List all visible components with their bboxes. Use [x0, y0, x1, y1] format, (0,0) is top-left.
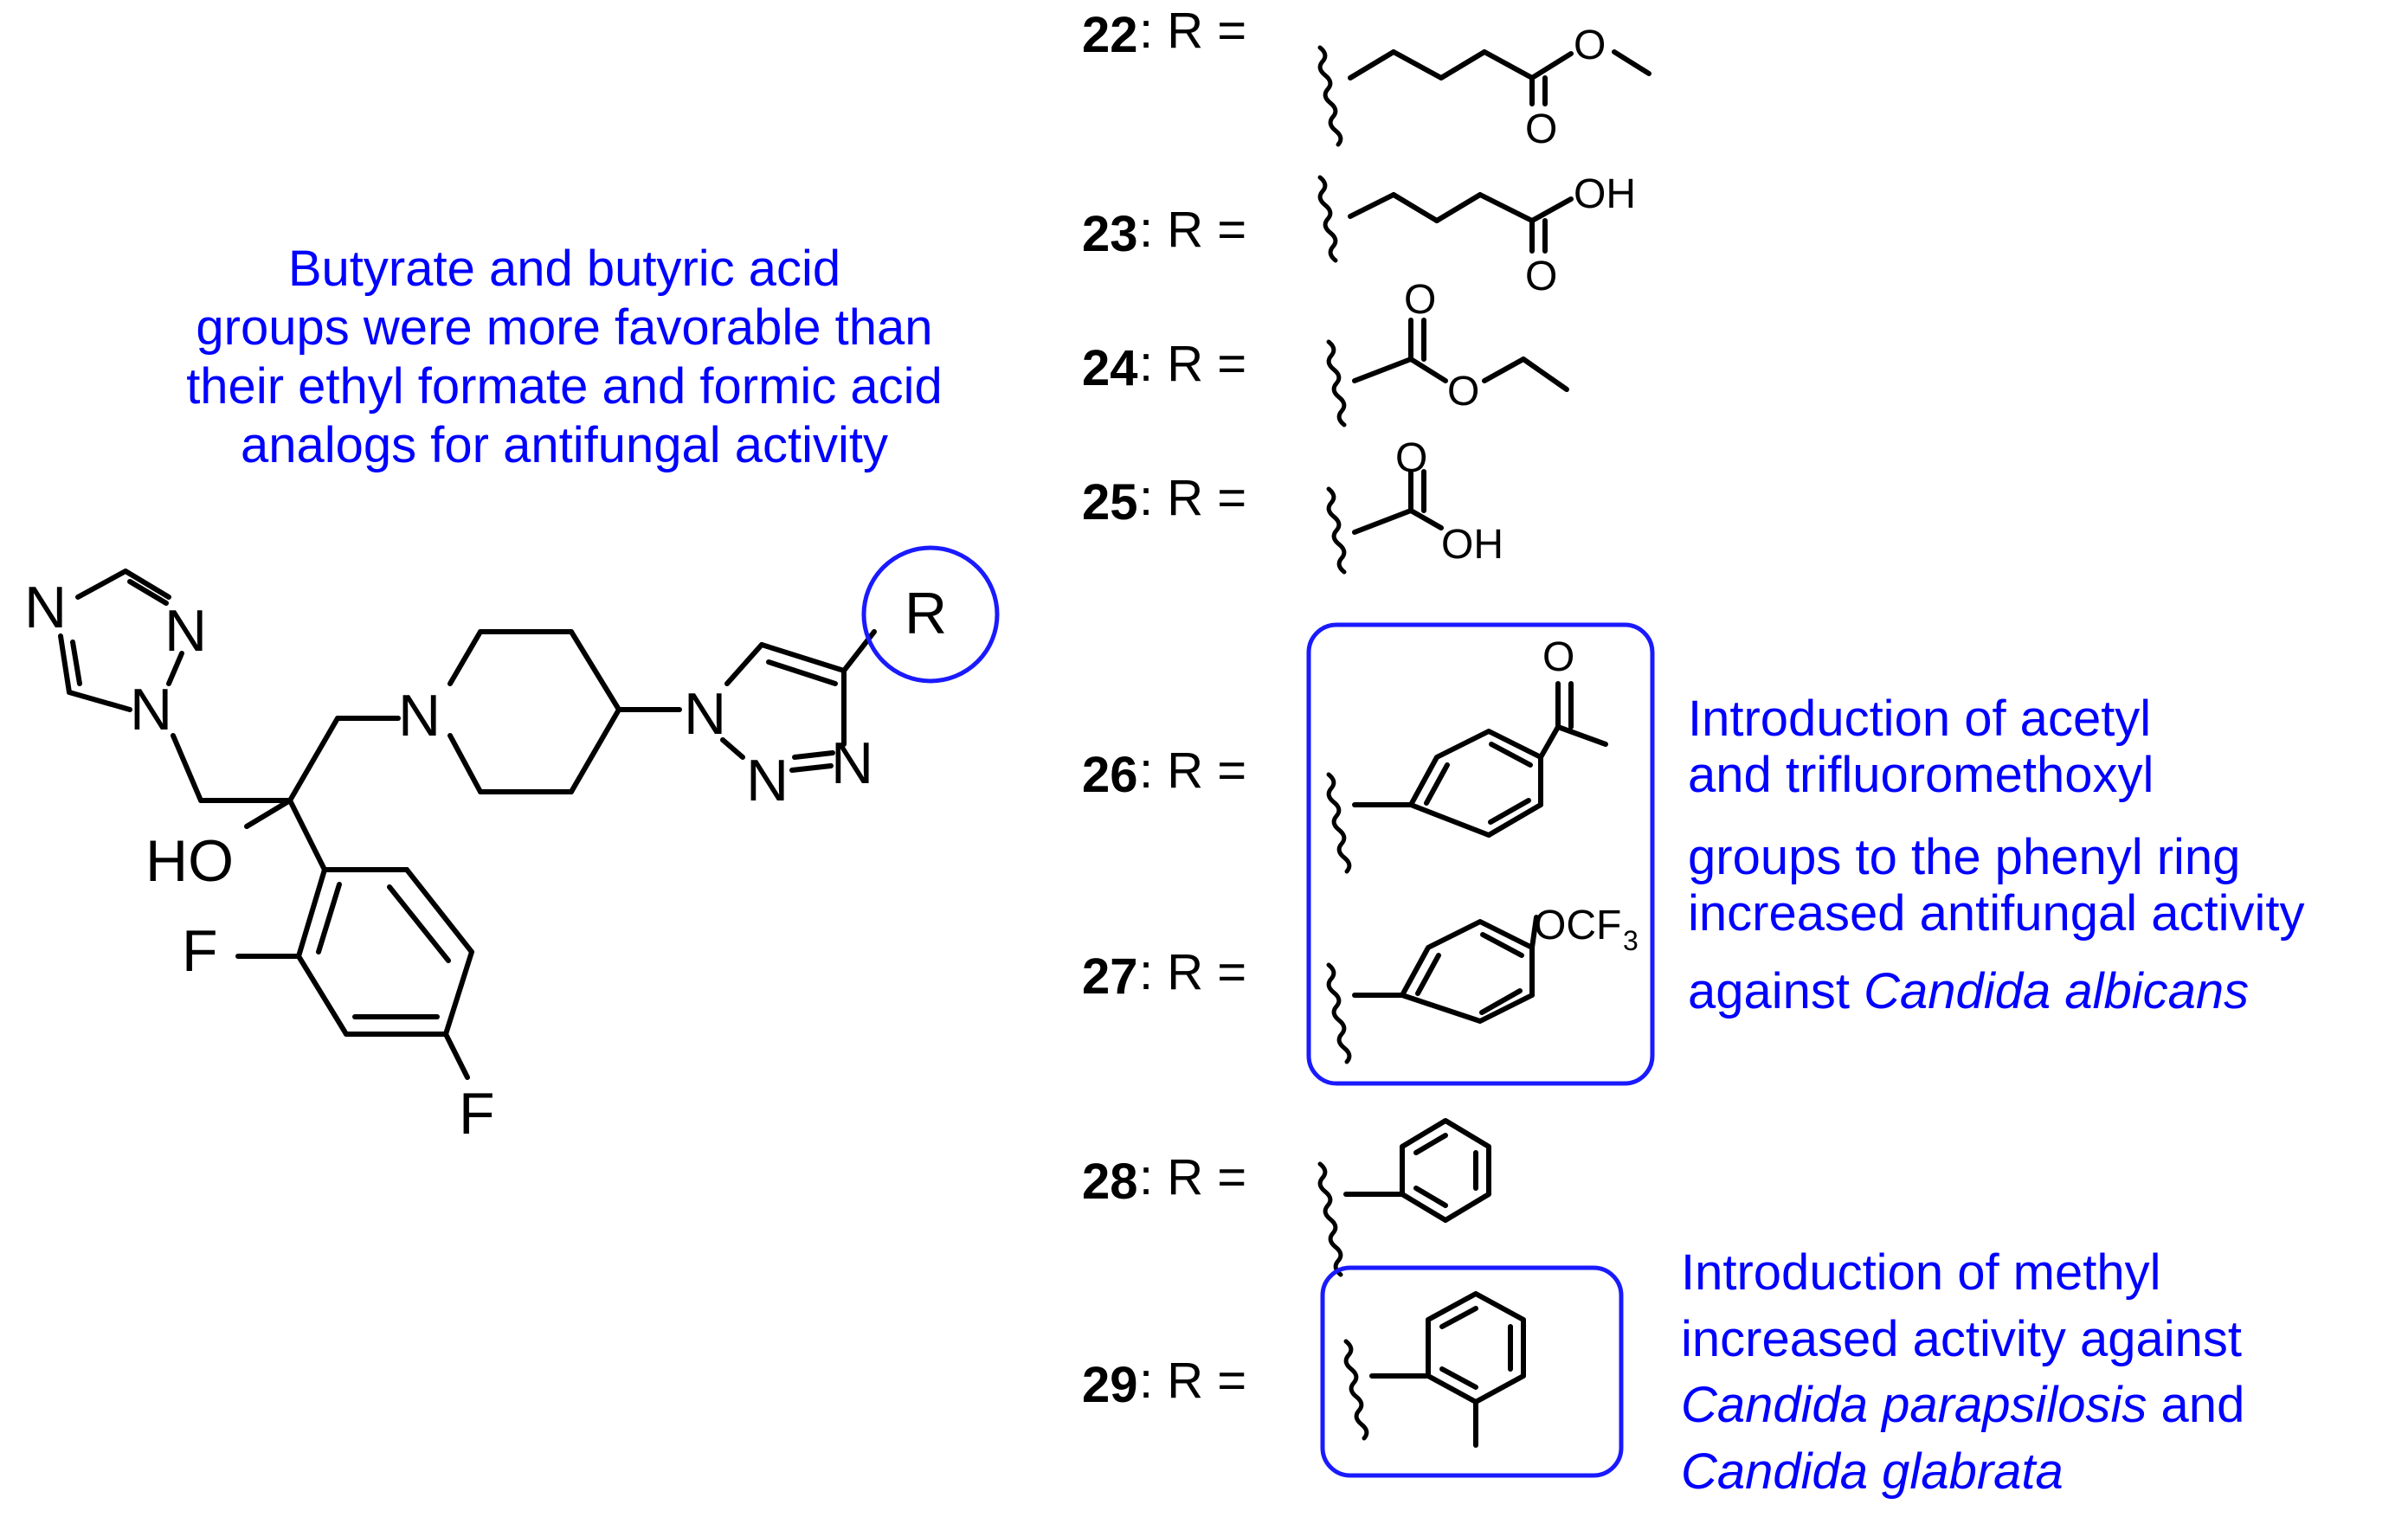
substituent-24: O O — [1326, 277, 1569, 427]
compound-number: 23 — [1082, 206, 1138, 262]
substituent-29 — [1343, 1291, 1526, 1448]
substituent-23: OH O — [1317, 171, 1636, 299]
right2-species-2: Candida glabrata — [1681, 1443, 2064, 1500]
atom-n6: N — [831, 730, 873, 796]
atom-n2: N — [164, 598, 207, 664]
compound-eq: : R = — [1139, 944, 1246, 1000]
atom-ho: HO — [145, 828, 234, 894]
compound-eq: : R = — [1139, 1353, 1246, 1409]
substituent-25: O OH — [1326, 435, 1503, 575]
triazole-123-ring: N N N — [684, 629, 877, 813]
atom-r: R — [905, 581, 947, 646]
difluorophenyl-ring: F F — [182, 867, 495, 1147]
right1-species: Candida albicans — [1864, 963, 2249, 1019]
atom-oh: OH — [1574, 171, 1636, 217]
right1-line-5-text: against — [1688, 963, 1864, 1019]
compound-label-28: 28 : R = — [1082, 1149, 1246, 1210]
compound-eq: : R = — [1139, 742, 1246, 799]
compound-eq: : R = — [1139, 336, 1246, 392]
atom-ocf: OCF — [1534, 903, 1621, 948]
compound-eq: : R = — [1139, 3, 1246, 59]
right2-species-1: Candida parapsilosis — [1681, 1377, 2147, 1433]
right2-line-2: increased activity against — [1681, 1311, 2242, 1367]
compound-label-23: 23 : R = — [1082, 202, 1246, 262]
compound-number: 29 — [1082, 1357, 1138, 1413]
right1-line-2: and trifluoromethoxyl — [1688, 747, 2154, 803]
substituent-28 — [1317, 1118, 1491, 1277]
atom-f1: F — [182, 918, 218, 984]
right2-line-3: Candida parapsilosis and — [1681, 1377, 2244, 1433]
substituent-26: O — [1326, 634, 1608, 874]
atom-n7: N — [746, 748, 789, 813]
compound-label-27: 27 : R = — [1082, 944, 1246, 1005]
left-annotation: Butyrate and butyric acid groups were mo… — [186, 241, 943, 473]
atom-f2: F — [459, 1081, 495, 1147]
piperidine-ring: N — [398, 629, 682, 794]
substituent-22: O O — [1317, 22, 1651, 152]
compound-label-25: 25 : R = — [1082, 470, 1246, 530]
atom-n4: N — [398, 683, 441, 749]
compound-number: 28 — [1082, 1154, 1138, 1210]
left-annotation-line-4: analogs for antifungal activity — [241, 417, 888, 473]
triazole-124-ring: N N N — [24, 569, 207, 742]
atom-n5: N — [684, 681, 726, 747]
left-annotation-line-3: their ethyl formate and formic acid — [186, 358, 943, 415]
compound-label-29: 29 : R = — [1082, 1353, 1246, 1413]
compound-label-22: 22 : R = — [1082, 3, 1246, 63]
right2-line-3-rest: and — [2147, 1377, 2244, 1433]
right-annotation-1: Introduction of acetyl and trifluorometh… — [1688, 691, 2305, 1019]
highlight-box-26-27 — [1306, 622, 1655, 1086]
atom-o-carbonyl: O — [1525, 106, 1557, 152]
right1-line-1: Introduction of acetyl — [1688, 691, 2151, 747]
atom-o-carbonyl: O — [1395, 435, 1427, 481]
compound-number: 25 — [1082, 474, 1138, 530]
compound-label-26: 26 : R = — [1082, 742, 1246, 803]
compound-eq: : R = — [1139, 202, 1246, 258]
right-annotation-2: Introduction of methyl increased activit… — [1681, 1244, 2244, 1500]
left-annotation-line-1: Butyrate and butyric acid — [288, 241, 840, 297]
compound-number: 26 — [1082, 747, 1138, 803]
atom-o-carbonyl: O — [1525, 254, 1557, 299]
compound-labels: 22 : R = 23 : R = 24 : R = 25 : R = 26 :… — [1082, 3, 1246, 1413]
atom-n3: N — [130, 677, 172, 742]
r-group-circle — [861, 545, 1000, 684]
compound-number: 27 — [1082, 948, 1138, 1005]
compound-eq: : R = — [1139, 470, 1246, 526]
compound-label-24: 24 : R = — [1082, 336, 1246, 396]
right2-line-1: Introduction of methyl — [1681, 1244, 2161, 1301]
atom-oh: OH — [1441, 522, 1503, 568]
atom-o-carbonyl: O — [1542, 634, 1574, 680]
atom-o-ester: O — [1447, 369, 1479, 415]
compound-number: 22 — [1082, 7, 1138, 63]
core-structure: N N N HO F F N — [24, 545, 1000, 1147]
compound-eq: : R = — [1139, 1149, 1246, 1205]
atom-ocf-subscript: 3 — [1623, 925, 1639, 956]
right1-line-4: increased antifungal activity — [1688, 885, 2305, 942]
right1-line-5: against Candida albicans — [1688, 963, 2249, 1019]
atom-n1: N — [24, 575, 67, 640]
left-annotation-line-2: groups were more favorable than — [196, 299, 932, 356]
compound-number: 24 — [1082, 340, 1138, 396]
right1-line-3: groups to the phenyl ring — [1688, 829, 2240, 885]
atom-o-ester: O — [1574, 22, 1606, 68]
atom-o-carbonyl: O — [1404, 277, 1436, 323]
substituent-27: OCF 3 — [1326, 903, 1639, 1064]
highlight-box-29 — [1320, 1265, 1624, 1478]
